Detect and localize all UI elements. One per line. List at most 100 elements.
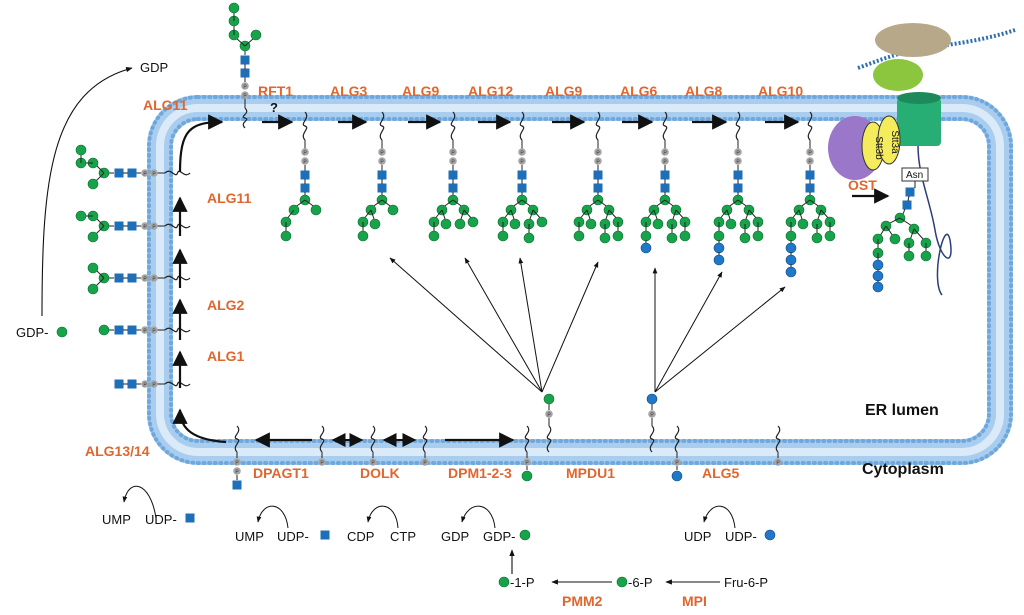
- ost-complex: Stt3b Stt3a: [828, 115, 901, 180]
- top-enzyme-label: ALG9: [545, 83, 583, 99]
- phosphate-letter: P: [451, 159, 455, 165]
- phosphate-circle: [318, 458, 326, 466]
- dolichol-anchor: [164, 275, 191, 281]
- fructose-6p-label: Fru-6-P: [724, 575, 768, 590]
- glcnac-square: [902, 200, 912, 210]
- glucose-circle: [713, 242, 725, 254]
- glcnac-square: [232, 480, 242, 490]
- mannose-circle: [725, 218, 737, 230]
- bond-line: [95, 164, 105, 174]
- top-enzyme-label: ALG12: [468, 83, 513, 99]
- phosphate-letter: P: [143, 276, 147, 282]
- phosphate-letter: P: [808, 159, 812, 165]
- glucose-circle: [671, 470, 683, 482]
- glcnac-square: [300, 183, 310, 193]
- top-enzyme-label: ALG9: [402, 83, 440, 99]
- phosphate-letter: P: [143, 224, 147, 230]
- alg13-cofactor-arrow: [122, 485, 157, 519]
- dolichol-anchor: [164, 170, 191, 176]
- phosphate-letter: P: [143, 328, 147, 334]
- mannose-circle: [585, 218, 597, 230]
- asn-box: [901, 167, 929, 182]
- mannose-circle: [509, 218, 521, 230]
- mannose-donor-arrow: [464, 257, 543, 393]
- mannose-circle: [752, 230, 764, 242]
- phosphate-circle: [233, 467, 241, 475]
- phosphate-letter: P: [243, 84, 247, 90]
- glcnac-square: [377, 170, 387, 180]
- mannose-circle: [75, 210, 87, 222]
- phosphate-letter: P: [243, 93, 247, 99]
- mannose-circle: [440, 218, 452, 230]
- glcnac-square: [905, 187, 915, 197]
- mannose-circle: [250, 29, 262, 41]
- glucose-donor-arrow: [654, 286, 786, 393]
- mannose-circle: [87, 178, 99, 190]
- phosphate-circle: [378, 157, 386, 165]
- top-enzyme-label: ALG3: [330, 83, 368, 99]
- top-enzyme-label: ALG10: [758, 83, 803, 99]
- ctp-label: CTP: [390, 529, 416, 544]
- mannose-circle: [521, 470, 533, 482]
- bond-line: [95, 269, 105, 279]
- enzyme-mpi: MPI: [682, 593, 707, 609]
- phosphate-letter: P: [663, 150, 667, 156]
- glucose-circle: [646, 393, 658, 405]
- glcnac-square: [240, 68, 250, 78]
- er-membrane: [147, 95, 1013, 465]
- glcnac-square: [593, 170, 603, 180]
- glcnac-square: [517, 183, 527, 193]
- phosphate-letter: P: [235, 460, 239, 466]
- phosphate-letter: P: [303, 159, 307, 165]
- ribosome-large-subunit: [875, 23, 951, 57]
- asn-label: Asn: [906, 170, 923, 181]
- glcnac-square: [733, 170, 743, 180]
- glcnac-square: [114, 379, 124, 389]
- phosphate-letter: P: [320, 460, 324, 466]
- mannose-circle: [357, 230, 369, 242]
- enzyme-alg1: ALG1: [207, 348, 245, 364]
- mannose-donor-arrow: [541, 261, 599, 393]
- phosphate-circle: [141, 380, 149, 388]
- membrane-core: [156, 104, 1004, 456]
- phosphate-circle: [661, 157, 669, 165]
- mannose-donor-arrow: [389, 257, 543, 393]
- bond-line: [235, 37, 246, 47]
- ribosome-small-subunit: [873, 59, 923, 91]
- glucose-circle: [640, 242, 652, 254]
- mannose-circle: [228, 2, 240, 14]
- dolichol-anchor: [519, 111, 525, 141]
- phosphate-circle: [233, 458, 241, 466]
- mannose-circle: [75, 144, 87, 156]
- dolk-cofactor-arrow: [366, 505, 399, 529]
- dolichol-anchor: [674, 425, 680, 453]
- glcnac-square: [805, 183, 815, 193]
- glcnac-square: [127, 325, 137, 335]
- phosphate-circle: [141, 326, 149, 334]
- membrane-outer-heads: [147, 95, 1013, 465]
- dolichol-anchor: [662, 111, 668, 141]
- phosphate-letter: P: [303, 150, 307, 156]
- dolichol-anchor: [546, 425, 552, 453]
- phosphate-letter: P: [547, 412, 551, 418]
- glucose-circle: [785, 254, 797, 266]
- udp-left-label: UDP-: [145, 512, 177, 527]
- phosphate-circle: [378, 148, 386, 156]
- bond-line: [879, 225, 887, 237]
- gdp-mannose-dpm-label: GDP-: [483, 529, 516, 544]
- phosphate-letter: P: [152, 171, 156, 177]
- phosphate-letter: P: [520, 150, 524, 156]
- mannose-circle: [811, 232, 823, 244]
- phosphate-letter: P: [776, 460, 780, 466]
- dolichol-anchor: [422, 425, 428, 453]
- mannose-circle: [797, 218, 809, 230]
- enzyme-ost: OST: [848, 177, 877, 193]
- phosphate-circle: [150, 169, 158, 177]
- udp-dpagt1-label: UDP-: [277, 529, 309, 544]
- mannose-circle: [573, 230, 585, 242]
- bond-line: [899, 217, 913, 227]
- dolichol-anchor: [450, 111, 456, 141]
- stt3a-label: Stt3a: [889, 130, 900, 154]
- mannose-circle: [467, 216, 479, 228]
